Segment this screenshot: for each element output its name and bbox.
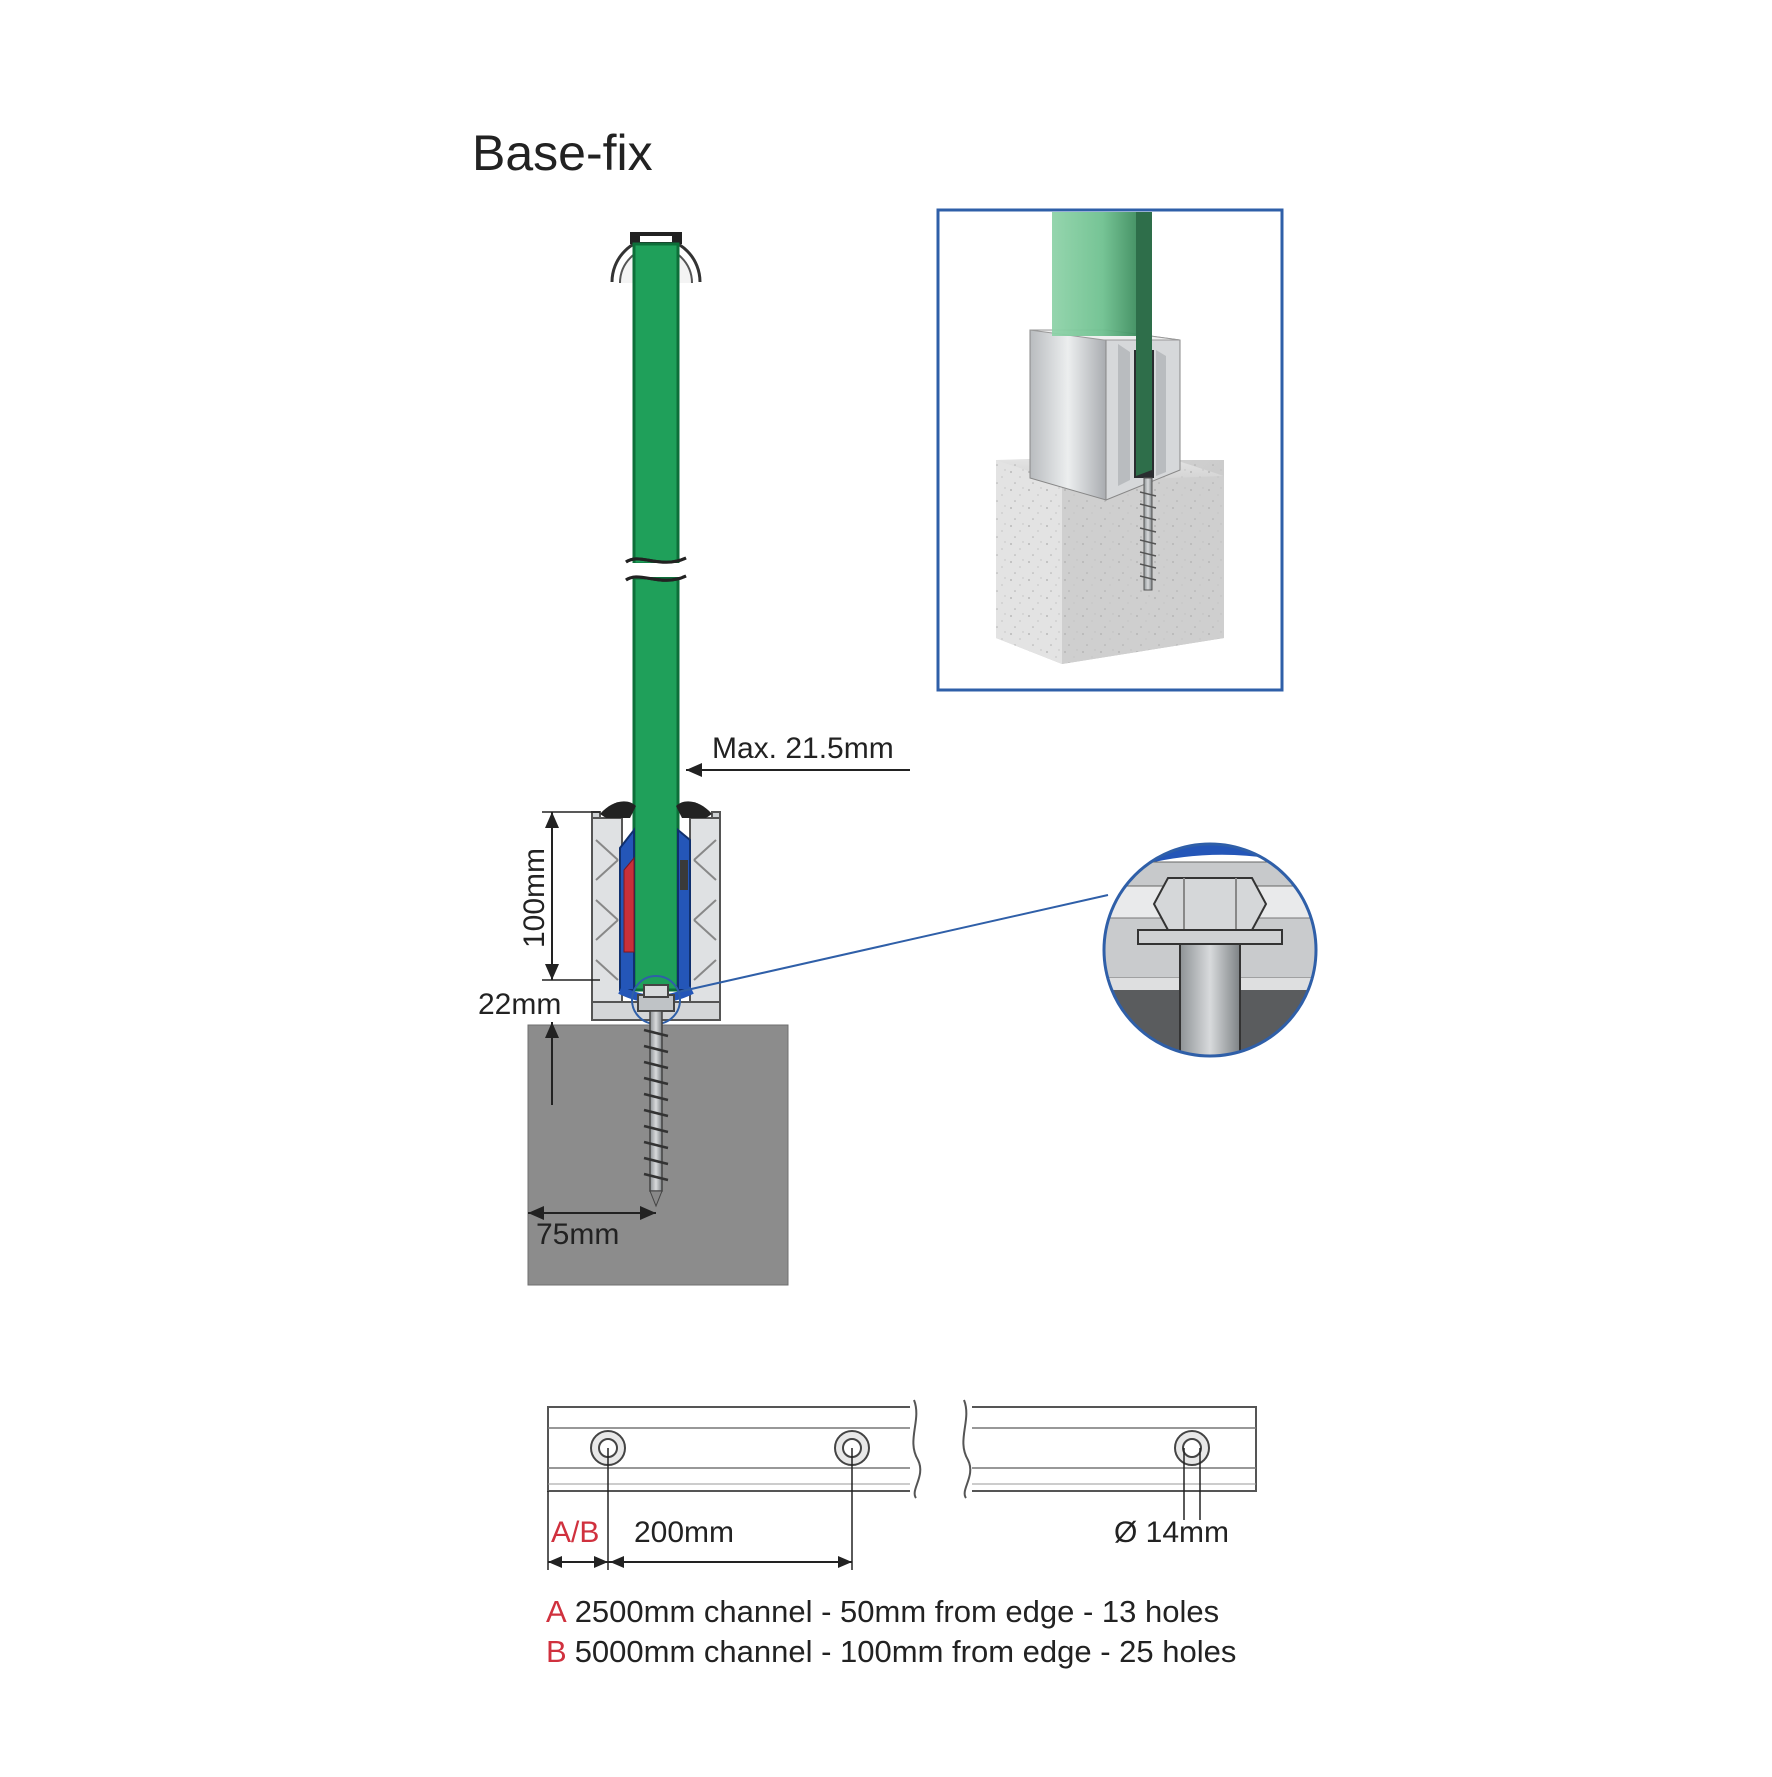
dim-screw-offset-label: 75mm (536, 1218, 619, 1251)
zoom-detail (1102, 842, 1318, 1058)
dim-edge-label: A/B (551, 1516, 599, 1549)
dim-spacing-label: 200mm (634, 1516, 734, 1549)
dim-base-height: 22mm (478, 988, 561, 1105)
dim-glass-max-label: Max. 21.5mm (712, 732, 894, 765)
spec-b-letter: B (546, 1634, 567, 1669)
channel-plan (547, 1399, 1257, 1499)
anchor-screw (643, 1010, 669, 1208)
dim-profile-height-label: 100mm (518, 848, 551, 948)
dim-glass-thickness: Max. 21.5mm (686, 732, 910, 777)
spec-a-letter: A (546, 1594, 567, 1629)
dim-hole-spacing: 200mm (608, 1448, 853, 1570)
spec-a-text: 2500mm channel - 50mm from edge - 13 hol… (575, 1594, 1219, 1629)
dim-profile-height: 100mm (518, 811, 600, 981)
inset-3d-view (936, 208, 1284, 692)
diagram-title: Base-fix (472, 125, 653, 181)
glass-panel (625, 242, 687, 992)
aluminium-profile (591, 801, 721, 1021)
bolt-head (631, 975, 681, 1025)
dim-screw-offset: 75mm (528, 1206, 656, 1251)
spec-b-text: 5000mm channel - 100mm from edge - 25 ho… (575, 1634, 1237, 1669)
dim-diameter-label: Ø 14mm (1114, 1516, 1229, 1549)
channel-hole (1174, 1430, 1210, 1466)
zoom-leader-line (677, 894, 1109, 993)
dim-hole-diameter: Ø 14mm (1114, 1448, 1229, 1549)
dim-edge-distance: A/B (547, 1448, 609, 1570)
dim-base-height-label: 22mm (478, 988, 561, 1021)
